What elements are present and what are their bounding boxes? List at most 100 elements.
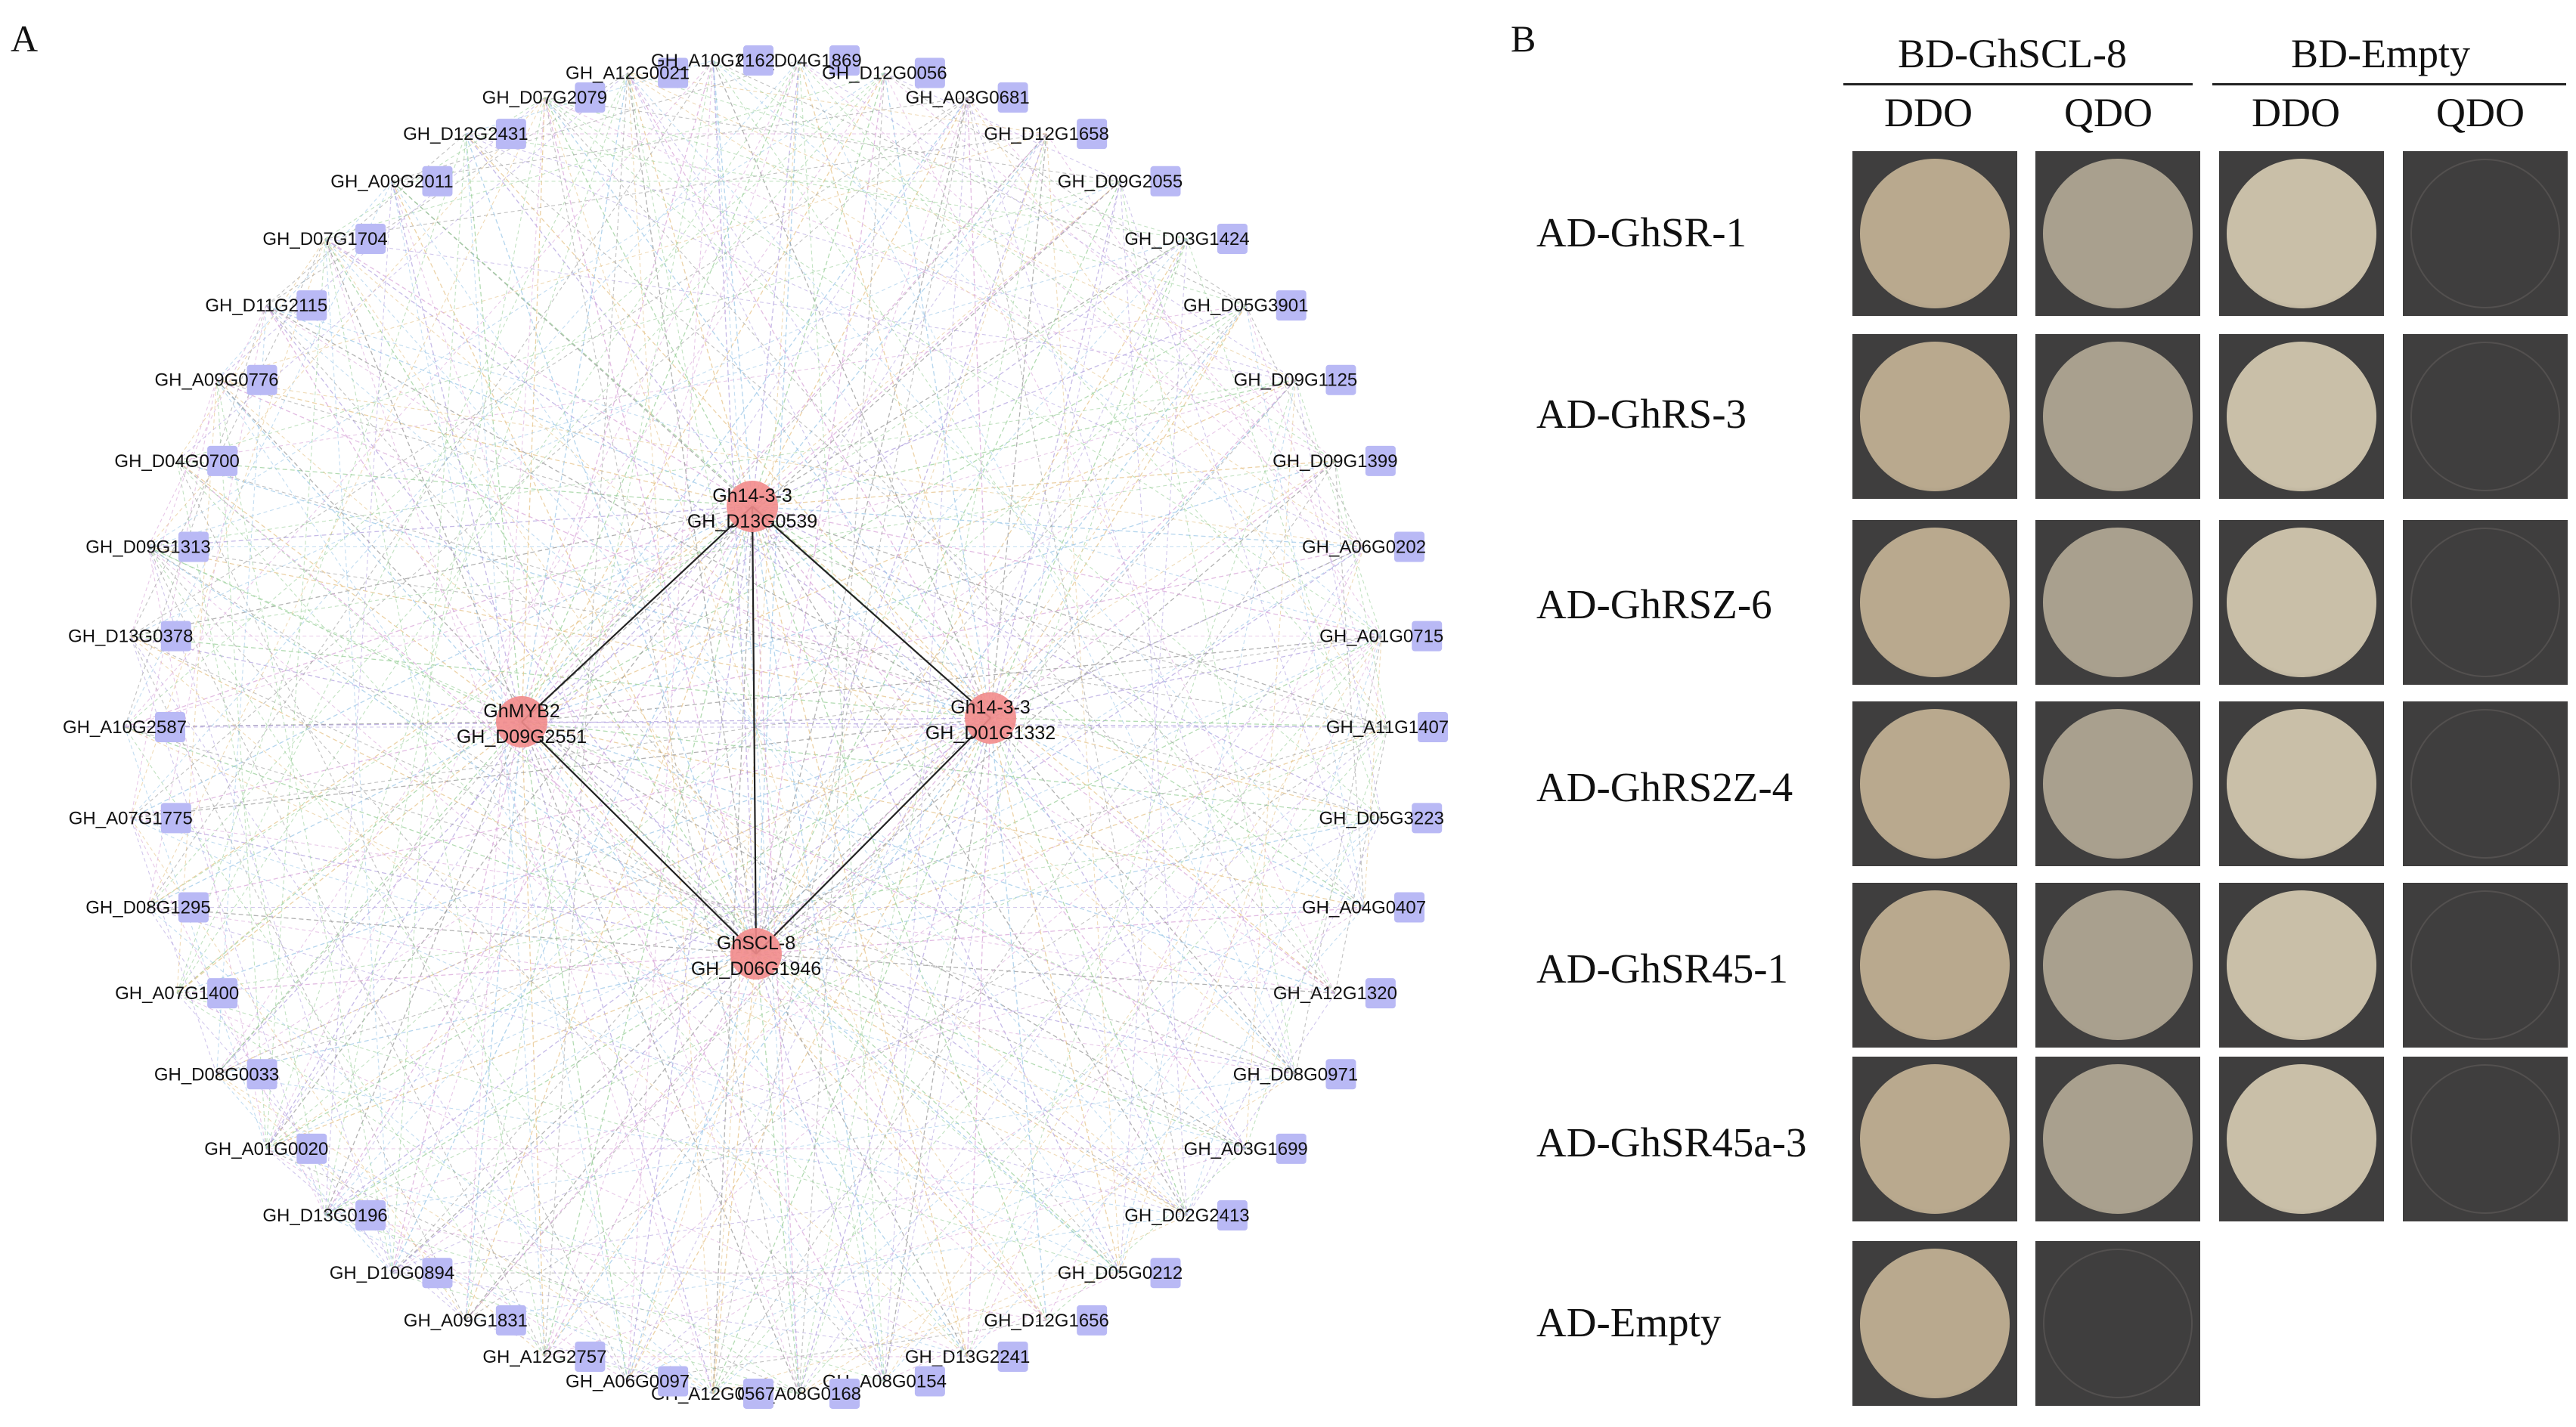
edge bbox=[752, 506, 885, 1382]
edge bbox=[216, 181, 392, 381]
gene-node: GH_A09G0776 bbox=[155, 364, 279, 395]
plate-ghscl-qdo bbox=[2035, 334, 2200, 499]
edge bbox=[124, 305, 267, 728]
edge bbox=[465, 726, 1388, 1321]
gene-node: GH_D12G2431 bbox=[403, 119, 529, 150]
edge bbox=[130, 721, 522, 819]
edge bbox=[391, 181, 800, 1394]
gene-node-label: GH_D09G2055 bbox=[1058, 172, 1183, 192]
gene-node-box bbox=[743, 1378, 774, 1409]
edge bbox=[124, 726, 757, 955]
media-label-ghscl-qdo: QDO bbox=[2064, 90, 2153, 135]
edge bbox=[521, 60, 800, 723]
gene-node-box bbox=[178, 892, 209, 923]
edge bbox=[216, 379, 393, 1274]
edge bbox=[124, 506, 753, 728]
edge bbox=[216, 506, 753, 1075]
gene-node: GH_D12G1656 bbox=[984, 1305, 1109, 1336]
edge bbox=[176, 992, 968, 1357]
edge bbox=[216, 379, 991, 719]
edge bbox=[521, 721, 1365, 909]
edge bbox=[391, 506, 753, 1274]
gene-node-box bbox=[355, 1200, 386, 1231]
plate-ghscl-qdo bbox=[2035, 520, 2200, 685]
gene-node-box bbox=[160, 803, 191, 834]
edge bbox=[521, 60, 714, 723]
edge bbox=[521, 721, 1388, 728]
edge bbox=[521, 721, 885, 1382]
edge bbox=[521, 97, 969, 723]
edge bbox=[521, 238, 1188, 723]
gene-node-box bbox=[914, 1366, 945, 1397]
edge bbox=[391, 181, 757, 955]
edge bbox=[465, 133, 991, 719]
hub-node-circle bbox=[496, 696, 547, 748]
edge bbox=[990, 305, 1247, 719]
edge bbox=[755, 305, 1247, 955]
edge bbox=[752, 506, 1188, 1216]
edge bbox=[265, 73, 628, 306]
edge bbox=[627, 907, 1365, 1382]
edge bbox=[752, 133, 1047, 507]
edge bbox=[324, 717, 991, 1216]
gene-node: GH_D09G1125 bbox=[1234, 364, 1357, 395]
gene-node-label: GH_A09G2011 bbox=[330, 172, 453, 192]
edge bbox=[990, 717, 1382, 819]
edge bbox=[627, 73, 1365, 547]
edge bbox=[324, 726, 1388, 1216]
gene-node-box bbox=[1412, 621, 1443, 652]
media-label-empty-ddo: DDO bbox=[2252, 90, 2340, 135]
edge bbox=[130, 817, 757, 955]
gene-node-label: GH_D03G1424 bbox=[1124, 229, 1249, 249]
edge bbox=[130, 379, 218, 636]
edge bbox=[628, 1320, 1047, 1382]
edge bbox=[216, 717, 991, 1075]
no-growth-spot bbox=[2410, 528, 2560, 677]
plate-ghscl-ddo bbox=[1852, 520, 2017, 685]
row-label-ghrsz-6: AD-GhRSZ-6 bbox=[1536, 581, 1772, 627]
gene-node: GH_D04G0700 bbox=[114, 445, 240, 476]
edge bbox=[216, 379, 753, 507]
edge bbox=[798, 717, 991, 1394]
hub-node-circle bbox=[965, 692, 1016, 744]
edge bbox=[465, 1215, 1188, 1321]
edge bbox=[176, 460, 757, 955]
edge bbox=[147, 379, 1296, 548]
no-growth-spot bbox=[2410, 890, 2560, 1040]
edge bbox=[990, 635, 1382, 719]
edge bbox=[465, 717, 991, 1321]
gene-node-label: GH_D09G1399 bbox=[1273, 451, 1397, 472]
media-label-ghscl-ddo: DDO bbox=[1884, 90, 1973, 135]
edge bbox=[124, 60, 714, 728]
gene-node: GH_A12G0021 bbox=[566, 57, 690, 88]
edge bbox=[755, 181, 1121, 955]
hub-edge bbox=[752, 506, 991, 719]
edge bbox=[1186, 818, 1382, 1216]
gene-node: GH_D13G0196 bbox=[262, 1200, 388, 1231]
plate-ghscl-qdo bbox=[2035, 151, 2200, 316]
edge bbox=[752, 460, 1335, 507]
edge bbox=[544, 97, 991, 719]
gene-node-box bbox=[178, 531, 209, 562]
edge bbox=[1119, 181, 1296, 1075]
edge bbox=[124, 726, 1296, 1075]
edge bbox=[712, 506, 753, 1394]
edge bbox=[884, 181, 1121, 1382]
edge bbox=[324, 953, 757, 1216]
edge bbox=[544, 97, 969, 1357]
edge bbox=[990, 717, 1247, 1150]
gene-node-box bbox=[495, 1305, 526, 1336]
edge bbox=[176, 133, 467, 994]
yeast-colony bbox=[2227, 709, 2376, 859]
edge bbox=[1119, 181, 1188, 1216]
edge bbox=[124, 726, 545, 1357]
edge bbox=[712, 60, 991, 719]
no-growth-spot bbox=[2410, 342, 2560, 491]
edge bbox=[216, 379, 885, 1382]
yeast-colony bbox=[2227, 890, 2376, 1040]
gene-node-label: GH_D12G1656 bbox=[984, 1311, 1108, 1331]
edge bbox=[755, 379, 1296, 955]
yeast-colony bbox=[2227, 1064, 2376, 1214]
edge bbox=[752, 506, 1296, 1075]
edge bbox=[130, 636, 757, 955]
